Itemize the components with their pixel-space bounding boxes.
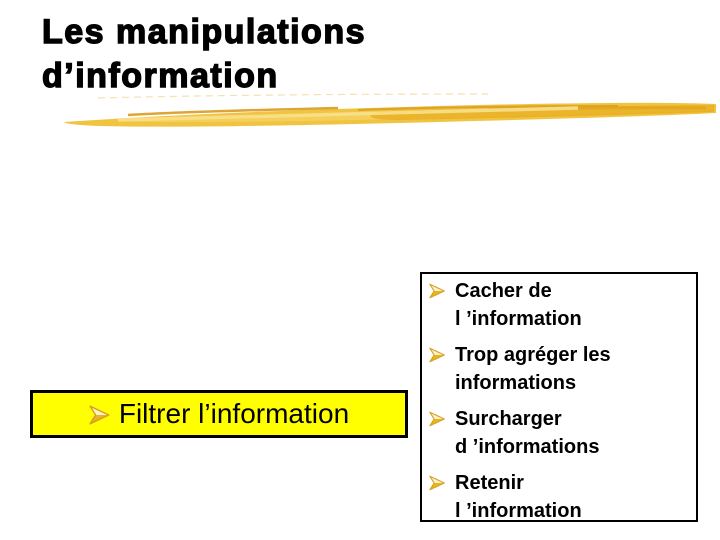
filtrer-highlight-box: Filtrer l’information <box>30 390 408 438</box>
arrowhead-right-icon <box>429 347 446 363</box>
arrowhead-right-icon <box>89 405 111 425</box>
brush-stroke-decoration <box>64 93 716 127</box>
arrowhead-right-icon <box>429 283 446 299</box>
list-item: Trop agréger les informations <box>429 341 692 397</box>
list-item-label: Trop agréger les informations <box>455 344 611 394</box>
page-title: Les manipulations d’information <box>41 12 366 95</box>
manipulations-list-box: Cacher de l ’information Trop agréger le… <box>420 272 698 522</box>
list-item-label: Retenir l ’information <box>455 472 582 522</box>
list-item: Surcharger d ’informations <box>429 405 692 461</box>
highlight-label: Filtrer l’information <box>118 398 350 429</box>
arrowhead-right-icon <box>429 475 446 491</box>
arrowhead-right-icon <box>429 411 446 427</box>
list-item-label: Surcharger d ’informations <box>455 408 600 458</box>
list-item-label: Cacher de l ’information <box>455 280 582 330</box>
list-item: Cacher de l ’information <box>429 277 692 333</box>
list-item: Retenir l ’information <box>429 469 692 522</box>
